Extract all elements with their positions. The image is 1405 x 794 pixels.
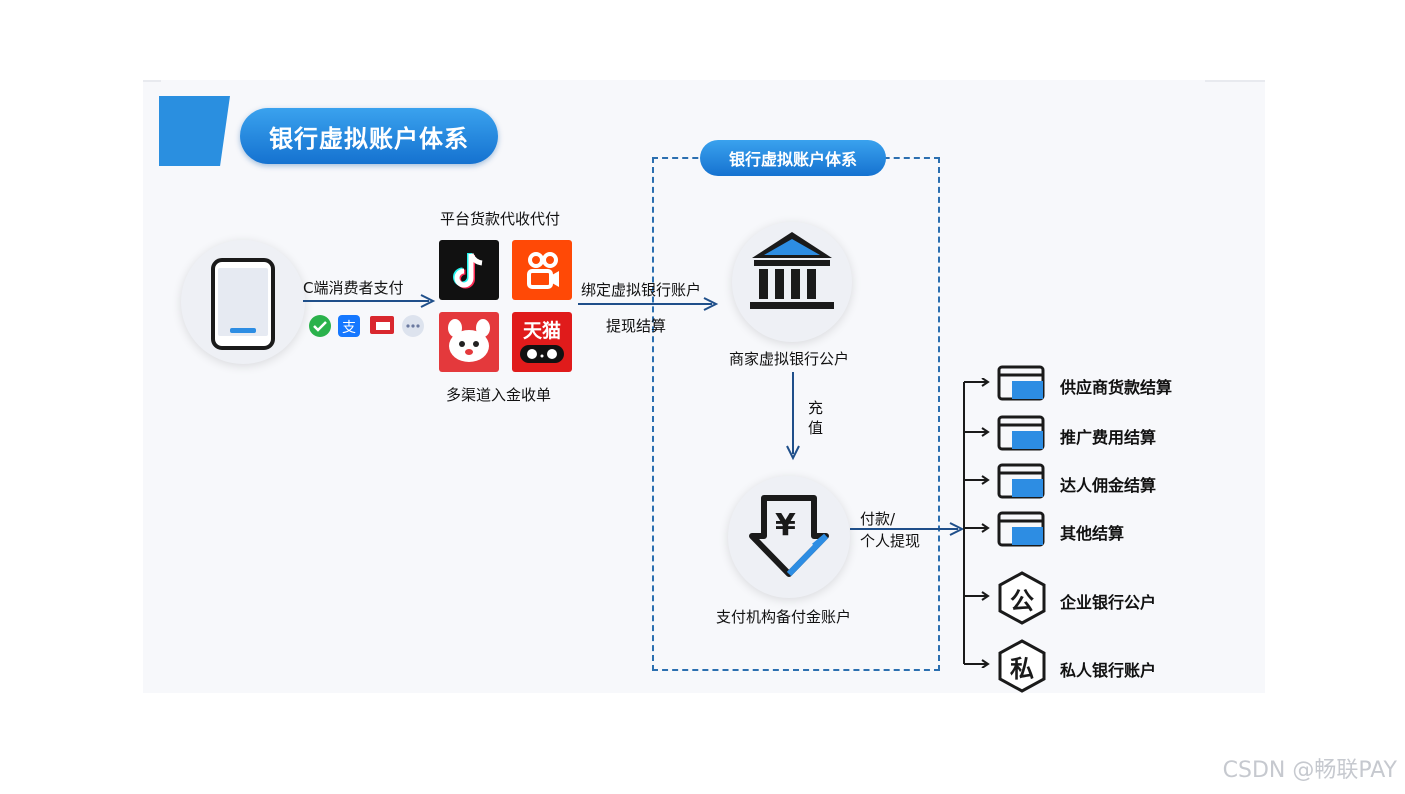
kuaishou-icon <box>512 240 572 300</box>
douyin-icon <box>439 240 499 300</box>
system-label-pill: 银行虚拟账户体系 <box>700 140 886 176</box>
bank-icon <box>750 232 834 309</box>
consumer-to-platform-arrow <box>303 294 436 308</box>
diagram-panel <box>143 80 1265 693</box>
more-methods-icon <box>402 315 424 337</box>
tmall-icon: 天猫 <box>512 312 572 372</box>
payment-methods: 支 <box>309 315 424 337</box>
smartphone-icon <box>211 258 275 350</box>
merchant-circle <box>732 222 852 342</box>
yen-symbol: ¥ <box>775 508 796 543</box>
csdn-watermark: CSDN @畅联PAY <box>1222 758 1397 783</box>
card-icon <box>997 463 1045 499</box>
platform-to-merchant-arrow <box>578 297 719 311</box>
settlement-label-enterprise: 企业银行公户 <box>1060 593 1157 612</box>
svg-text:支: 支 <box>342 320 356 336</box>
bind-account-label: 绑定虚拟银行账户 <box>581 281 702 299</box>
page-title: 银行虚拟账户体系 <box>240 108 498 164</box>
withdraw-label: 提现结算 <box>606 317 667 335</box>
settlement-label-promotion: 推广费用结算 <box>1060 428 1157 447</box>
card-icon <box>997 415 1045 451</box>
settlement-label-influencer: 达人佣金结算 <box>1060 476 1157 495</box>
reserve-account-label: 支付机构备付金账户 <box>716 608 852 626</box>
private-hexagon-icon: 私 <box>996 638 1048 694</box>
download-yen-icon <box>749 495 829 577</box>
card-icon <box>997 511 1045 547</box>
public-glyph: 公 <box>1010 586 1034 615</box>
merchant-account-label: 商家虚拟银行公户 <box>729 350 850 368</box>
tmall-text: 天猫 <box>522 320 561 342</box>
settlement-bracket <box>963 378 990 668</box>
unionpay-icon <box>370 316 394 334</box>
top-edge-left <box>143 80 161 82</box>
platform-top-label: 平台货款代收代付 <box>440 210 561 228</box>
reserve-circle: ¥ <box>728 476 850 598</box>
recharge-label: 充 值 <box>808 399 824 437</box>
wechat-pay-icon <box>309 315 331 337</box>
consumer-pay-label: C端消费者支付 <box>303 279 404 297</box>
tmall-face-icon <box>520 345 564 363</box>
recharge-arrow <box>786 372 800 461</box>
pay-withdraw-label: 付款/ 个人提现 <box>860 510 921 550</box>
phone-circle <box>181 240 305 364</box>
platform-bottom-label: 多渠道入金收单 <box>446 386 552 404</box>
settlement-label-private: 私人银行账户 <box>1060 661 1157 680</box>
title-accent-block <box>159 96 230 166</box>
settlement-label-other: 其他结算 <box>1060 524 1125 543</box>
alipay-icon: 支 <box>338 315 360 337</box>
reserve-to-settlement-arrow <box>850 522 965 536</box>
top-edge-right <box>1205 80 1265 82</box>
enterprise-hexagon-icon: 公 <box>996 570 1048 626</box>
jd-icon <box>439 312 499 372</box>
card-icon <box>997 365 1045 401</box>
private-glyph: 私 <box>1010 654 1034 683</box>
settlement-label-supplier: 供应商货款结算 <box>1060 378 1173 397</box>
